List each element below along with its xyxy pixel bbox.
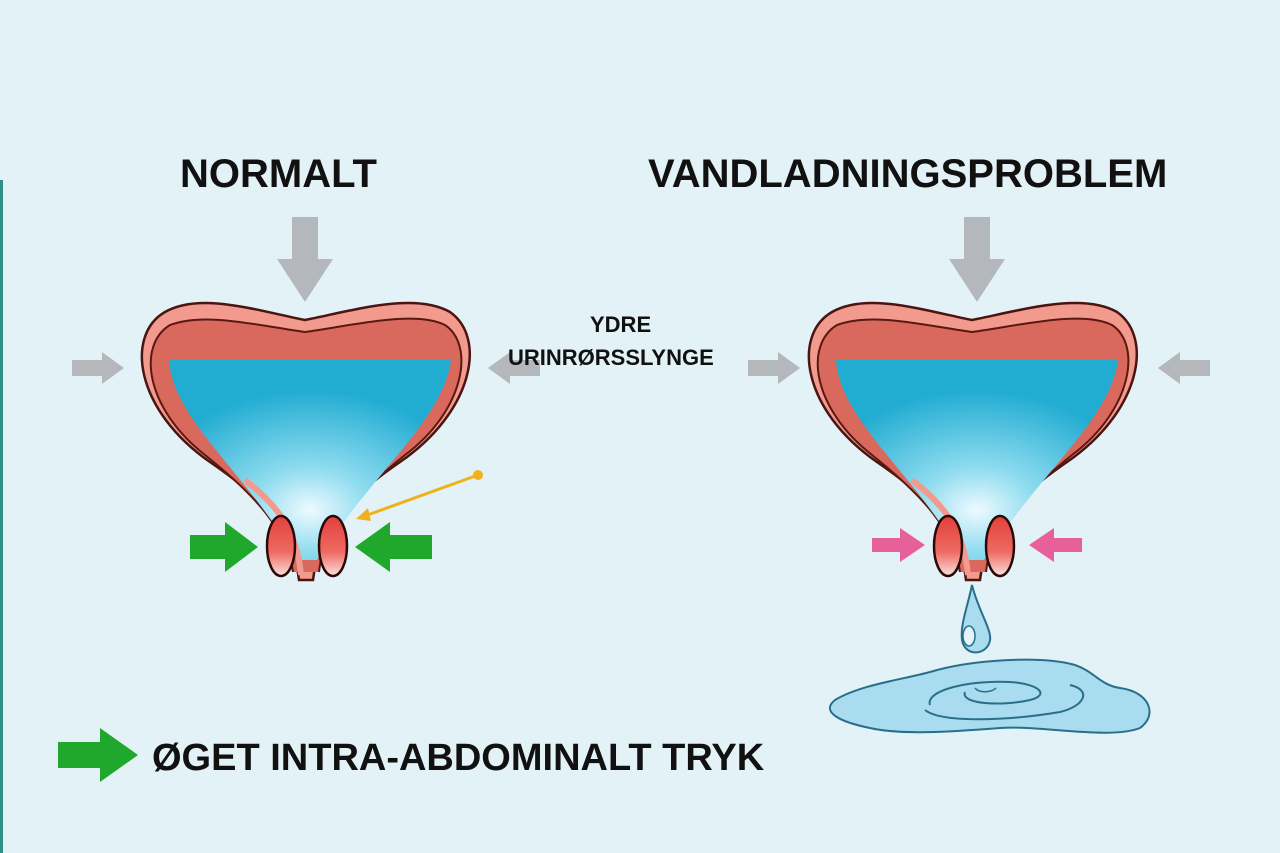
title-normal: NORMALT	[180, 152, 377, 196]
gray-arrow-icon	[1158, 352, 1210, 384]
pressure-arrow-down-right	[949, 217, 1005, 302]
urine-drop-icon	[960, 584, 992, 654]
green-arrow-icon	[190, 522, 258, 572]
legend-green-arrow-icon	[58, 728, 138, 782]
pink-arrow-icon	[872, 528, 925, 562]
gray-arrow-icon	[72, 352, 124, 384]
problem-bladder	[809, 303, 1137, 580]
pressure-arrow-down-left	[277, 217, 333, 302]
label-ydre: YDRE	[590, 312, 652, 337]
left-edge-bar	[0, 180, 3, 853]
title-problem: VANDLADNINGSPROBLEM	[648, 152, 1168, 196]
gray-arrow-icon	[748, 352, 800, 384]
pointer-line	[356, 470, 483, 521]
green-arrow-icon	[355, 522, 432, 572]
label-urinroersslynge: URINRØRSSLYNGE	[508, 345, 714, 370]
urine-puddle-icon	[828, 658, 1151, 734]
legend-text: ØGET INTRA-ABDOMINALT TRYK	[152, 737, 765, 779]
pink-arrow-icon	[1029, 528, 1082, 562]
